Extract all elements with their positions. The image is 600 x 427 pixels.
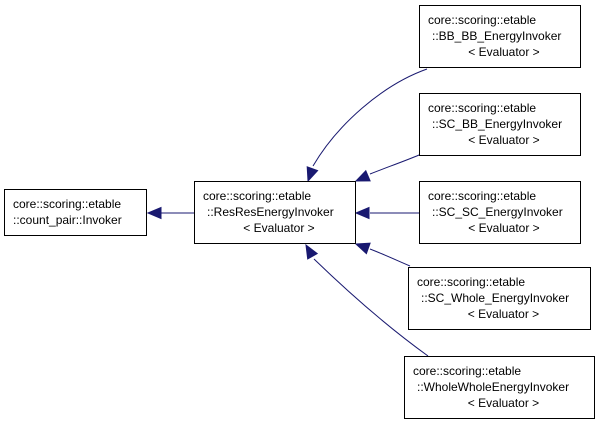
node-count-pair-invoker[interactable]: core::scoring::etable ::count_pair::Invo… bbox=[4, 189, 147, 236]
node-line: ::WholeWholeEnergyInvoker bbox=[417, 380, 570, 394]
node-line: < Evaluator > bbox=[468, 133, 540, 147]
edge-scwh-to-resres bbox=[369, 248, 411, 267]
node-line: < Evaluator > bbox=[467, 307, 540, 321]
node-line: < Evaluator > bbox=[243, 221, 315, 235]
node-line: core::scoring::etable bbox=[428, 189, 537, 203]
node-line: core::scoring::etable bbox=[13, 197, 122, 211]
node-line: < Evaluator > bbox=[468, 45, 540, 59]
edge-whwh-to-resres bbox=[313, 258, 429, 357]
node-line: core::scoring::etable bbox=[413, 364, 522, 378]
arrowhead-resres-to-base bbox=[146, 206, 162, 220]
node-wholewhole-energy-invoker[interactable]: core::scoring::etable ::WholeWholeEnergy… bbox=[404, 356, 595, 419]
edge-scbb-to-resres bbox=[369, 154, 420, 175]
arrowhead-whwh-to-resres bbox=[305, 243, 319, 260]
node-line: core::scoring::etable bbox=[428, 13, 537, 27]
arrowhead-scbb-to-resres bbox=[354, 169, 371, 182]
node-line: core::scoring::etable bbox=[417, 275, 526, 289]
node-line: < Evaluator > bbox=[467, 396, 540, 410]
node-line: ::count_pair::Invoker bbox=[13, 213, 122, 227]
node-line: ::ResResEnergyInvoker bbox=[207, 205, 334, 219]
node-line: core::scoring::etable bbox=[428, 101, 537, 115]
arrowhead-scsc-to-resres bbox=[354, 206, 370, 220]
node-sc-sc-energy-invoker[interactable]: core::scoring::etable ::SC_SC_EnergyInvo… bbox=[419, 181, 581, 244]
arrowhead-scwh-to-resres bbox=[354, 242, 371, 255]
node-line: core::scoring::etable bbox=[203, 189, 312, 203]
node-line: ::BB_BB_EnergyInvoker bbox=[432, 29, 562, 43]
node-line: ::SC_SC_EnergyInvoker bbox=[432, 205, 563, 219]
node-line: ::SC_BB_EnergyInvoker bbox=[432, 117, 563, 131]
edge-bbbb-to-resres bbox=[312, 68, 428, 167]
arrowhead-bbbb-to-resres bbox=[306, 166, 319, 183]
node-line: ::SC_Whole_EnergyInvoker bbox=[421, 291, 570, 305]
node-bb-bb-energy-invoker[interactable]: core::scoring::etable ::BB_BB_EnergyInvo… bbox=[419, 5, 581, 68]
node-sc-bb-energy-invoker[interactable]: core::scoring::etable ::SC_BB_EnergyInvo… bbox=[419, 93, 581, 156]
node-sc-whole-energy-invoker[interactable]: core::scoring::etable ::SC_Whole_EnergyI… bbox=[408, 267, 591, 330]
node-resres-energy-invoker[interactable]: core::scoring::etable ::ResResEnergyInvo… bbox=[194, 181, 356, 244]
node-line: < Evaluator > bbox=[468, 221, 540, 235]
